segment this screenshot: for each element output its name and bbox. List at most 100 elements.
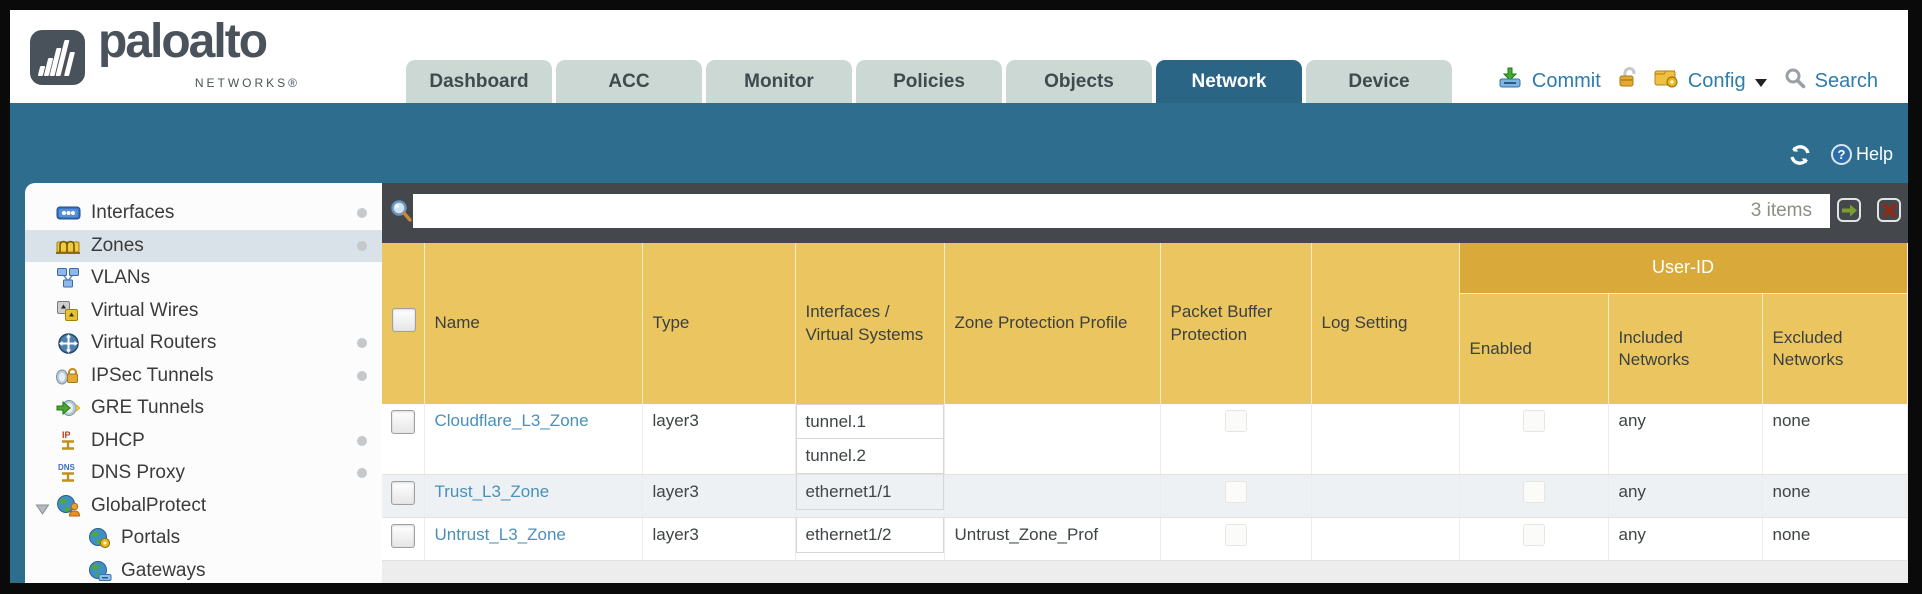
column-header-type[interactable]: Type — [642, 243, 796, 404]
select-all-checkbox[interactable] — [392, 308, 416, 333]
tab-network[interactable]: Network — [1156, 60, 1302, 107]
column-header-log-setting[interactable]: Log Setting — [1311, 243, 1460, 404]
zone-name-link[interactable]: Untrust_L3_Zone — [434, 525, 566, 544]
brand-name: paloalto — [98, 15, 268, 68]
row-select-checkbox[interactable] — [390, 410, 415, 434]
tab-acc[interactable]: ACC — [556, 60, 702, 103]
column-header-interfaces[interactable]: Interfaces / Virtual Systems — [795, 243, 945, 404]
svg-text:DNS: DNS — [58, 463, 76, 472]
interface-cell: ethernet1/1 — [795, 475, 943, 510]
zone-type: layer3 — [642, 474, 796, 518]
user-id-enabled-checkbox — [1522, 410, 1545, 432]
zone-name-link[interactable]: Cloudflare_L3_Zone — [434, 411, 589, 430]
unlock-icon[interactable] — [1616, 66, 1640, 96]
clear-filter-button[interactable] — [1877, 198, 1901, 222]
main-tabs: Dashboard ACC Monitor Policies Objects N… — [406, 60, 1452, 107]
help-button[interactable]: ? Help — [1830, 143, 1893, 166]
filter-bar: 3 items — [382, 183, 1908, 243]
zones-table: Name Type Interfaces / Virtual Systems Z… — [382, 243, 1908, 561]
config-menu-button[interactable]: Config — [1687, 69, 1746, 92]
sidebar-item-globalprotect[interactable]: GlobalProtect — [25, 490, 382, 523]
interface-cell: tunnel.1 — [795, 404, 943, 439]
table-group-header-row: Name Type Interfaces / Virtual Systems Z… — [382, 243, 1908, 404]
dhcp-icon: IP — [55, 429, 81, 453]
included-networks: any — [1608, 404, 1763, 475]
header-actions: Commit Config Search — [1497, 62, 1878, 100]
user-id-group-header: User-ID — [1459, 243, 1908, 294]
sidebar-item-interfaces[interactable]: Interfaces — [25, 197, 382, 230]
sidebar-item-ipsec-tunnels[interactable]: IPSec Tunnels — [25, 360, 382, 393]
svg-text:?: ? — [1837, 147, 1845, 162]
sidebar-item-vlans[interactable]: VLANs — [25, 262, 382, 295]
packet-buffer-protection-checkbox — [1224, 410, 1247, 432]
search-button[interactable]: Search — [1814, 69, 1878, 92]
zone-type: layer3 — [642, 517, 796, 561]
excluded-networks: none — [1762, 404, 1908, 475]
status-dot — [357, 435, 367, 446]
sidebar-item-virtual-routers[interactable]: Virtual Routers — [25, 327, 382, 360]
apply-filter-button[interactable] — [1837, 198, 1861, 222]
status-dot — [357, 468, 367, 479]
sidebar-item-portals[interactable]: Portals — [25, 522, 382, 555]
tab-objects[interactable]: Objects — [1006, 60, 1152, 103]
sidebar-item-gateways[interactable]: Gateways — [25, 555, 382, 584]
sidebar-item-dhcp[interactable]: IP DHCP — [25, 425, 382, 458]
log-setting — [1311, 474, 1460, 518]
tab-policies[interactable]: Policies — [856, 60, 1002, 103]
sidebar-item-dns-proxy[interactable]: DNS DNS Proxy — [25, 457, 382, 490]
help-icon: ? — [1830, 144, 1852, 165]
app-header: paloalto NETWORKS® Dashboard ACC Monitor… — [10, 10, 1908, 107]
config-icon — [1653, 66, 1679, 96]
column-header-enabled[interactable]: Enabled — [1459, 293, 1609, 404]
column-header-included-networks[interactable]: Included Networks — [1608, 293, 1763, 404]
row-select-checkbox[interactable] — [390, 524, 415, 548]
portals-icon — [87, 526, 113, 550]
svg-text:IP: IP — [62, 430, 71, 440]
column-header-packet-buffer-protection[interactable]: Packet Buffer Protection — [1160, 243, 1312, 404]
excluded-networks: none — [1762, 517, 1908, 561]
table-row: Trust_L3_Zone layer3 ethernet1/1 any non… — [382, 474, 1908, 518]
title-band: ? Help — [10, 103, 1908, 183]
vlans-icon — [55, 266, 81, 290]
gateways-icon — [87, 559, 113, 583]
excluded-networks: none — [1762, 474, 1908, 518]
gre-tunnels-icon — [55, 396, 81, 420]
row-select-checkbox[interactable] — [390, 481, 415, 505]
sidebar-item-gre-tunnels[interactable]: GRE Tunnels — [25, 392, 382, 425]
globalprotect-icon — [55, 494, 81, 518]
commit-icon — [1497, 66, 1523, 96]
config-caret-icon[interactable] — [1754, 78, 1767, 87]
status-dot — [357, 208, 367, 219]
expand-triangle-icon[interactable] — [35, 500, 50, 522]
zone-name-link[interactable]: Trust_L3_Zone — [434, 482, 550, 501]
brand-subtitle: NETWORKS® — [194, 76, 300, 90]
red-x-icon — [1882, 203, 1896, 217]
refresh-icon[interactable] — [1788, 143, 1812, 172]
virtual-wires-icon — [55, 299, 81, 323]
log-setting — [1311, 517, 1460, 561]
search-icon — [1784, 67, 1806, 95]
sidebar-item-virtual-wires[interactable]: Virtual Wires — [25, 295, 382, 328]
virtual-routers-icon — [55, 331, 81, 355]
tab-dashboard[interactable]: Dashboard — [406, 60, 552, 103]
column-header-excluded-networks[interactable]: Excluded Networks — [1762, 293, 1908, 404]
column-header-name[interactable]: Name — [424, 243, 643, 404]
filter-input[interactable] — [413, 194, 1830, 228]
zones-pane: 3 items Name Type Interfaces / Virtual S… — [382, 183, 1908, 583]
tab-monitor[interactable]: Monitor — [706, 60, 852, 103]
zone-type: layer3 — [642, 404, 796, 475]
interfaces-icon — [55, 201, 81, 225]
packet-buffer-protection-checkbox — [1224, 524, 1247, 546]
commit-button[interactable]: Commit — [1531, 69, 1601, 92]
included-networks: any — [1608, 474, 1763, 518]
tab-device[interactable]: Device — [1306, 60, 1452, 103]
sidebar-item-zones[interactable]: Zones — [25, 229, 382, 262]
filter-search-icon — [389, 198, 413, 229]
status-dot — [357, 370, 367, 381]
content-area: Interfaces Zones VLANs Virtual Wires Vir… — [10, 183, 1908, 583]
dns-proxy-icon: DNS — [55, 461, 81, 485]
zone-protection-profile: Untrust_Zone_Prof — [944, 517, 1161, 561]
help-label: Help — [1855, 144, 1893, 164]
column-header-zone-protection-profile[interactable]: Zone Protection Profile — [944, 243, 1161, 404]
log-setting — [1311, 404, 1460, 475]
